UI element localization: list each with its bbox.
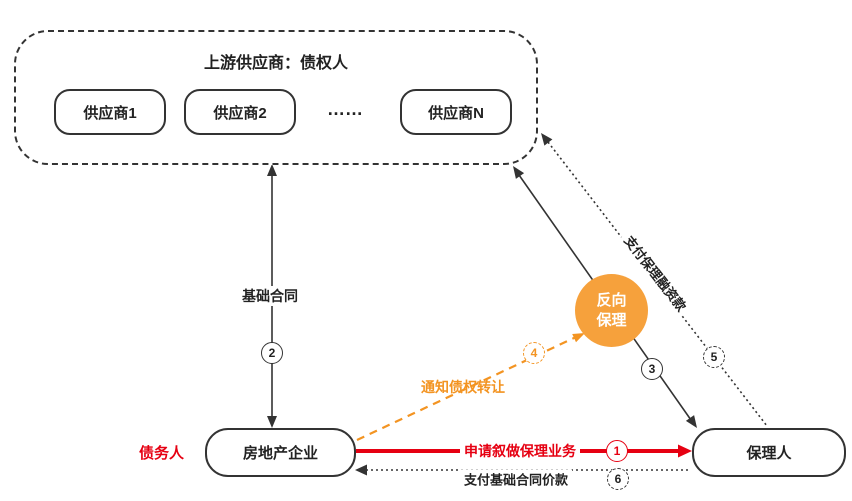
supplier-group-box: 上游供应商：债权人 供应商1 供应商2 …… 供应商N	[14, 30, 538, 165]
step-3-circle: 3	[641, 358, 663, 380]
debtor-label: 债务人	[139, 445, 185, 462]
arrow-pay-financing	[541, 133, 768, 427]
factor-node: 保理人	[692, 428, 846, 477]
label-pay-contract-price: 支付基础合同价款	[459, 469, 573, 489]
supplier-1-box: 供应商1	[54, 89, 166, 135]
label-basic-contract: 基础合同	[238, 286, 302, 306]
step-2-circle: 2	[261, 342, 283, 364]
reverse-factoring-bubble: 反向 保理	[575, 274, 648, 347]
step-1-circle: 1	[606, 440, 628, 462]
supplier-n-box: 供应商N	[400, 89, 512, 135]
supplier-2-box: 供应商2	[184, 89, 296, 135]
reverse-factoring-line1: 反向	[596, 292, 627, 309]
real-estate-node: 房地产企业	[205, 428, 356, 477]
label-assign-notice: 通知债权转让	[421, 379, 505, 395]
supplier-group-title: 上游供应商：债权人	[203, 55, 348, 72]
step-4-circle: 4	[523, 342, 545, 364]
step-5-circle: 5	[703, 346, 725, 368]
supplier-ellipsis: ……	[327, 99, 363, 120]
reverse-factoring-line2: 保理	[596, 311, 627, 329]
step-6-circle: 6	[607, 468, 629, 490]
label-apply-factoring: 申请叙做保理业务	[460, 441, 580, 461]
